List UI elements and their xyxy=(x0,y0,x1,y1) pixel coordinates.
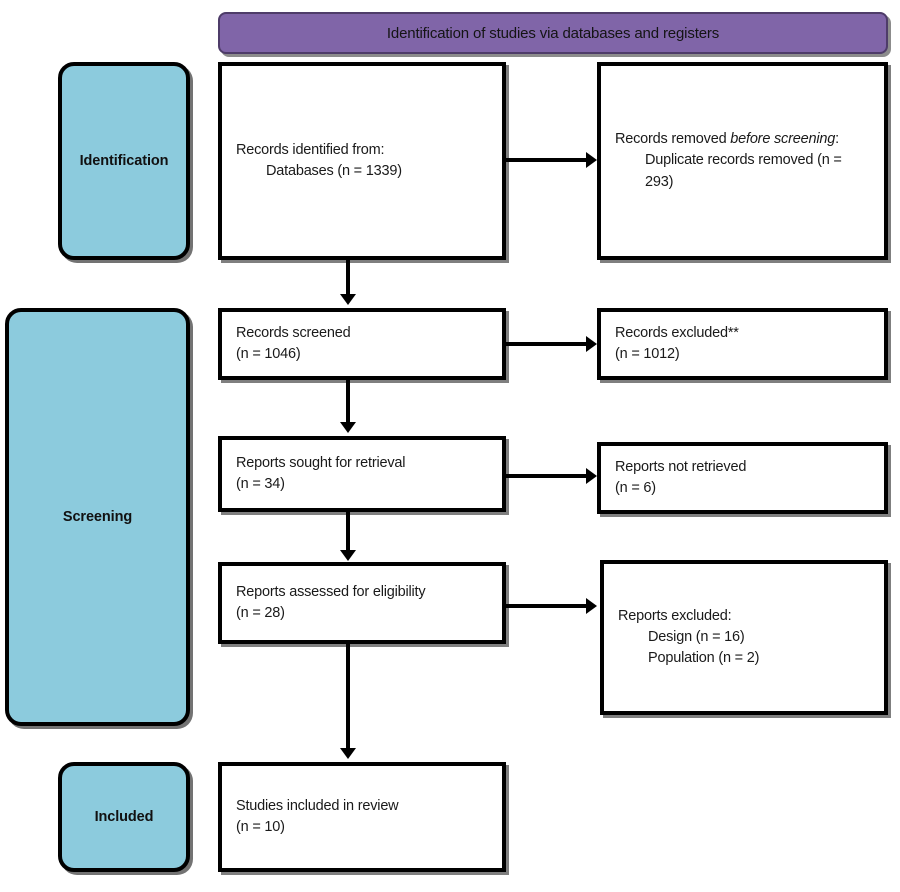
node-records-identified-text: Records identified from: Databases (n = … xyxy=(222,140,502,182)
connector-assessed-to-excluded xyxy=(506,604,588,608)
stage-label-included: Included xyxy=(94,809,154,825)
node-reports-not-retrieved-text: Reports not retrieved (n = 6) xyxy=(601,457,884,499)
connector-sought-to-assessed xyxy=(346,512,350,554)
node-studies-included-text: Studies included in review (n = 10) xyxy=(222,796,502,838)
header-title: Identification of studies via databases … xyxy=(386,24,720,42)
node-reports-sought-text: Reports sought for retrieval (n = 34) xyxy=(222,453,502,495)
node-line: Reports not retrieved xyxy=(615,458,747,475)
node-records-identified: Records identified from: Databases (n = … xyxy=(218,62,506,260)
connector-screened-to-sought xyxy=(346,380,350,426)
stage-box-identification: Identification xyxy=(58,62,190,260)
node-line: Studies included in review xyxy=(236,797,399,814)
connector-assessed-to-included xyxy=(346,644,350,752)
node-line: Records excluded** xyxy=(615,324,739,341)
header-identification-banner: Identification of studies via databases … xyxy=(218,12,888,54)
stage-label-screening: Screening xyxy=(62,509,133,525)
arrowhead-assessed-to-excluded xyxy=(586,598,597,614)
connector-identified-to-screened xyxy=(346,260,350,298)
node-line: (n = 28) xyxy=(236,605,285,621)
node-line: Records removed before screening: xyxy=(615,129,870,150)
node-reports-excluded-text: Reports excluded: Design (n = 16) Popula… xyxy=(604,606,884,669)
node-line: Records screened xyxy=(236,324,351,341)
node-reports-not-retrieved: Reports not retrieved (n = 6) xyxy=(597,442,888,514)
node-records-screened-text: Records screened (n = 1046) xyxy=(222,323,502,365)
node-line: Databases (n = 1339) xyxy=(266,163,402,179)
node-line: Reports sought for retrieval xyxy=(236,454,406,471)
node-line: Design (n = 16) xyxy=(648,628,745,645)
node-reports-assessed-text: Reports assessed for eligibility (n = 28… xyxy=(222,582,502,624)
arrowhead-sought-to-assessed xyxy=(340,550,356,561)
node-line: Records identified from: xyxy=(236,141,385,158)
connector-screened-to-excluded xyxy=(506,342,588,346)
node-line: (n = 10) xyxy=(236,819,285,835)
stage-box-included: Included xyxy=(58,762,190,872)
arrowhead-assessed-to-included xyxy=(340,748,356,759)
node-records-removed: Records removed before screening: Duplic… xyxy=(597,62,888,260)
connector-identified-to-removed xyxy=(506,158,588,162)
node-line: Population (n = 2) xyxy=(648,650,760,666)
arrowhead-sought-to-not-retrieved xyxy=(586,468,597,484)
node-studies-included: Studies included in review (n = 10) xyxy=(218,762,506,872)
node-records-removed-text: Records removed before screening: Duplic… xyxy=(601,129,884,192)
node-reports-assessed: Reports assessed for eligibility (n = 28… xyxy=(218,562,506,644)
node-line: Reports excluded: xyxy=(618,607,732,624)
node-line: Reports assessed for eligibility xyxy=(236,583,426,600)
node-records-excluded-text: Records excluded** (n = 1012) xyxy=(601,323,884,365)
node-line: (n = 1012) xyxy=(615,346,680,362)
stage-label-identification: Identification xyxy=(79,153,169,169)
node-line-emphasis: before screening xyxy=(730,131,836,148)
node-line-lead: Records removed xyxy=(615,131,731,148)
node-reports-sought: Reports sought for retrieval (n = 34) xyxy=(218,436,506,512)
node-records-excluded: Records excluded** (n = 1012) xyxy=(597,308,888,380)
node-line: Duplicate records removed (n = 293) xyxy=(645,152,846,190)
stage-box-screening: Screening xyxy=(5,308,190,726)
node-line: (n = 6) xyxy=(615,480,656,496)
node-records-screened: Records screened (n = 1046) xyxy=(218,308,506,380)
node-reports-excluded: Reports excluded: Design (n = 16) Popula… xyxy=(600,560,888,715)
node-line-tail: : xyxy=(835,131,839,148)
arrowhead-screened-to-excluded xyxy=(586,336,597,352)
arrowhead-identified-to-removed xyxy=(586,152,597,168)
connector-sought-to-not-retrieved xyxy=(506,474,588,478)
node-line: (n = 34) xyxy=(236,476,285,492)
arrowhead-identified-to-screened xyxy=(340,294,356,305)
node-line: (n = 1046) xyxy=(236,346,301,362)
arrowhead-screened-to-sought xyxy=(340,422,356,433)
